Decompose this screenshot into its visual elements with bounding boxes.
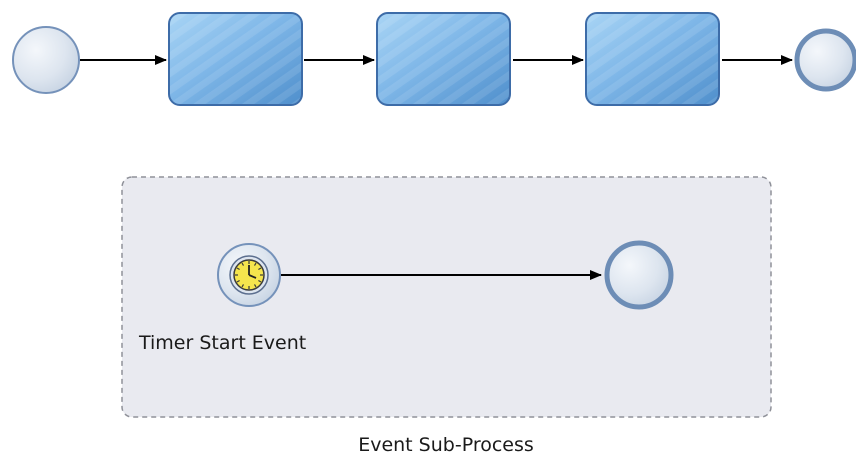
- main-process: [12, 12, 856, 106]
- event-subprocess-border[interactable]: [121, 176, 772, 418]
- end-event[interactable]: [794, 28, 856, 92]
- start-event[interactable]: [12, 26, 80, 94]
- timer-start-event-label: Timer Start Event: [138, 332, 306, 354]
- timer-start-event[interactable]: [217, 243, 281, 307]
- task-2[interactable]: [376, 12, 511, 106]
- event-subprocess-label: Event Sub-Process: [358, 434, 534, 456]
- task-3[interactable]: [585, 12, 720, 106]
- clock-icon: [229, 255, 269, 295]
- task-1[interactable]: [168, 12, 303, 106]
- subprocess-end-event[interactable]: [604, 240, 674, 310]
- event-subprocess[interactable]: Timer Start Event: [121, 176, 772, 418]
